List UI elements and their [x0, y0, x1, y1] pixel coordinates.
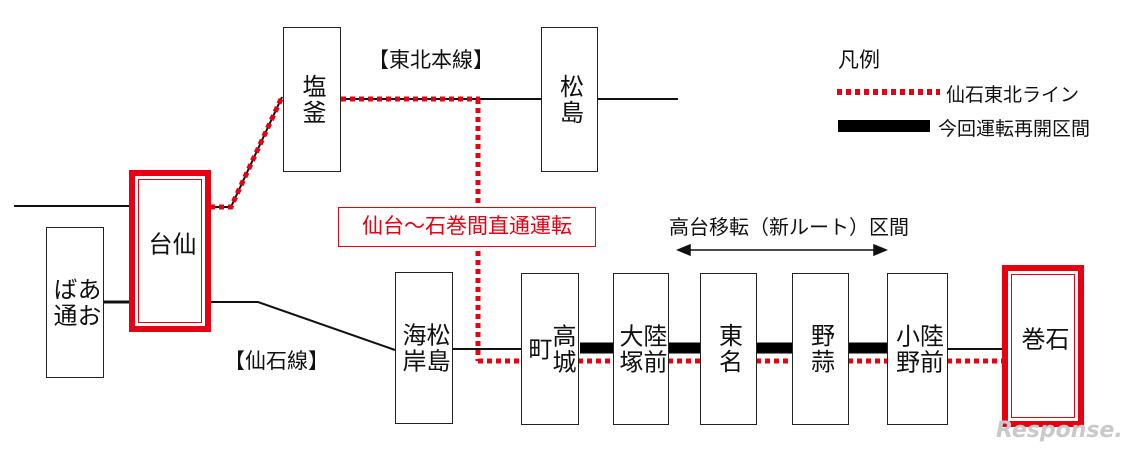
- station-label: 石巻: [1017, 326, 1069, 366]
- station-ishinomaki-inner-border: [1011, 274, 1075, 418]
- legend-title: 凡例: [838, 48, 880, 72]
- tohoku-line-label: 【東北本線】: [368, 48, 494, 72]
- station-nobiru: 野蒜: [792, 273, 849, 425]
- station-sendai-inner-border: [138, 179, 202, 323]
- station-shiogama: 塩釜: [283, 27, 341, 172]
- watermark-logo: Response.: [996, 418, 1123, 443]
- station-ishinomaki: 石巻: [1002, 265, 1084, 427]
- station-matsushima: 松島: [541, 27, 598, 172]
- station-label: 松島: [555, 73, 584, 126]
- station-rikuzen-otsuka: 陸前大塚: [613, 273, 669, 425]
- station-label: 陸前小野: [891, 323, 944, 375]
- legend-item-dotted-label: 仙石東北ライン: [946, 84, 1080, 106]
- station-label: 高城町: [524, 323, 576, 375]
- senseki-tohoku-line: [210, 95, 1002, 364]
- station-takagimachi: 高城町: [521, 273, 579, 425]
- station-sendai: 仙台: [129, 170, 211, 332]
- senseki-line-label: 【仙石線】: [224, 349, 329, 373]
- station-label: 仙台: [144, 231, 196, 271]
- station-matsushima-kaigan: 松島海岸: [395, 272, 453, 424]
- station-label: あおば通: [49, 276, 101, 329]
- station-label: 野蒜: [806, 323, 835, 375]
- station-label: 陸前大塚: [615, 323, 667, 375]
- new-route-label: 高台移転（新ルート）区間: [669, 215, 909, 239]
- station-tona: 東名: [700, 273, 757, 425]
- senseki-line-main: [210, 301, 396, 351]
- legend-item-solid-label: 今回運転再開区間: [938, 118, 1091, 140]
- station-label: 東名: [714, 323, 743, 375]
- direct-service-callout: 仙台〜石巻間直通運転: [338, 207, 596, 247]
- station-label: 塩釜: [298, 73, 326, 126]
- station-rikuzen-ono: 陸前小野: [887, 273, 948, 425]
- new-route-arrow: [676, 243, 888, 257]
- station-label: 松島海岸: [398, 322, 450, 374]
- station-aobadori: あおば通: [46, 227, 104, 378]
